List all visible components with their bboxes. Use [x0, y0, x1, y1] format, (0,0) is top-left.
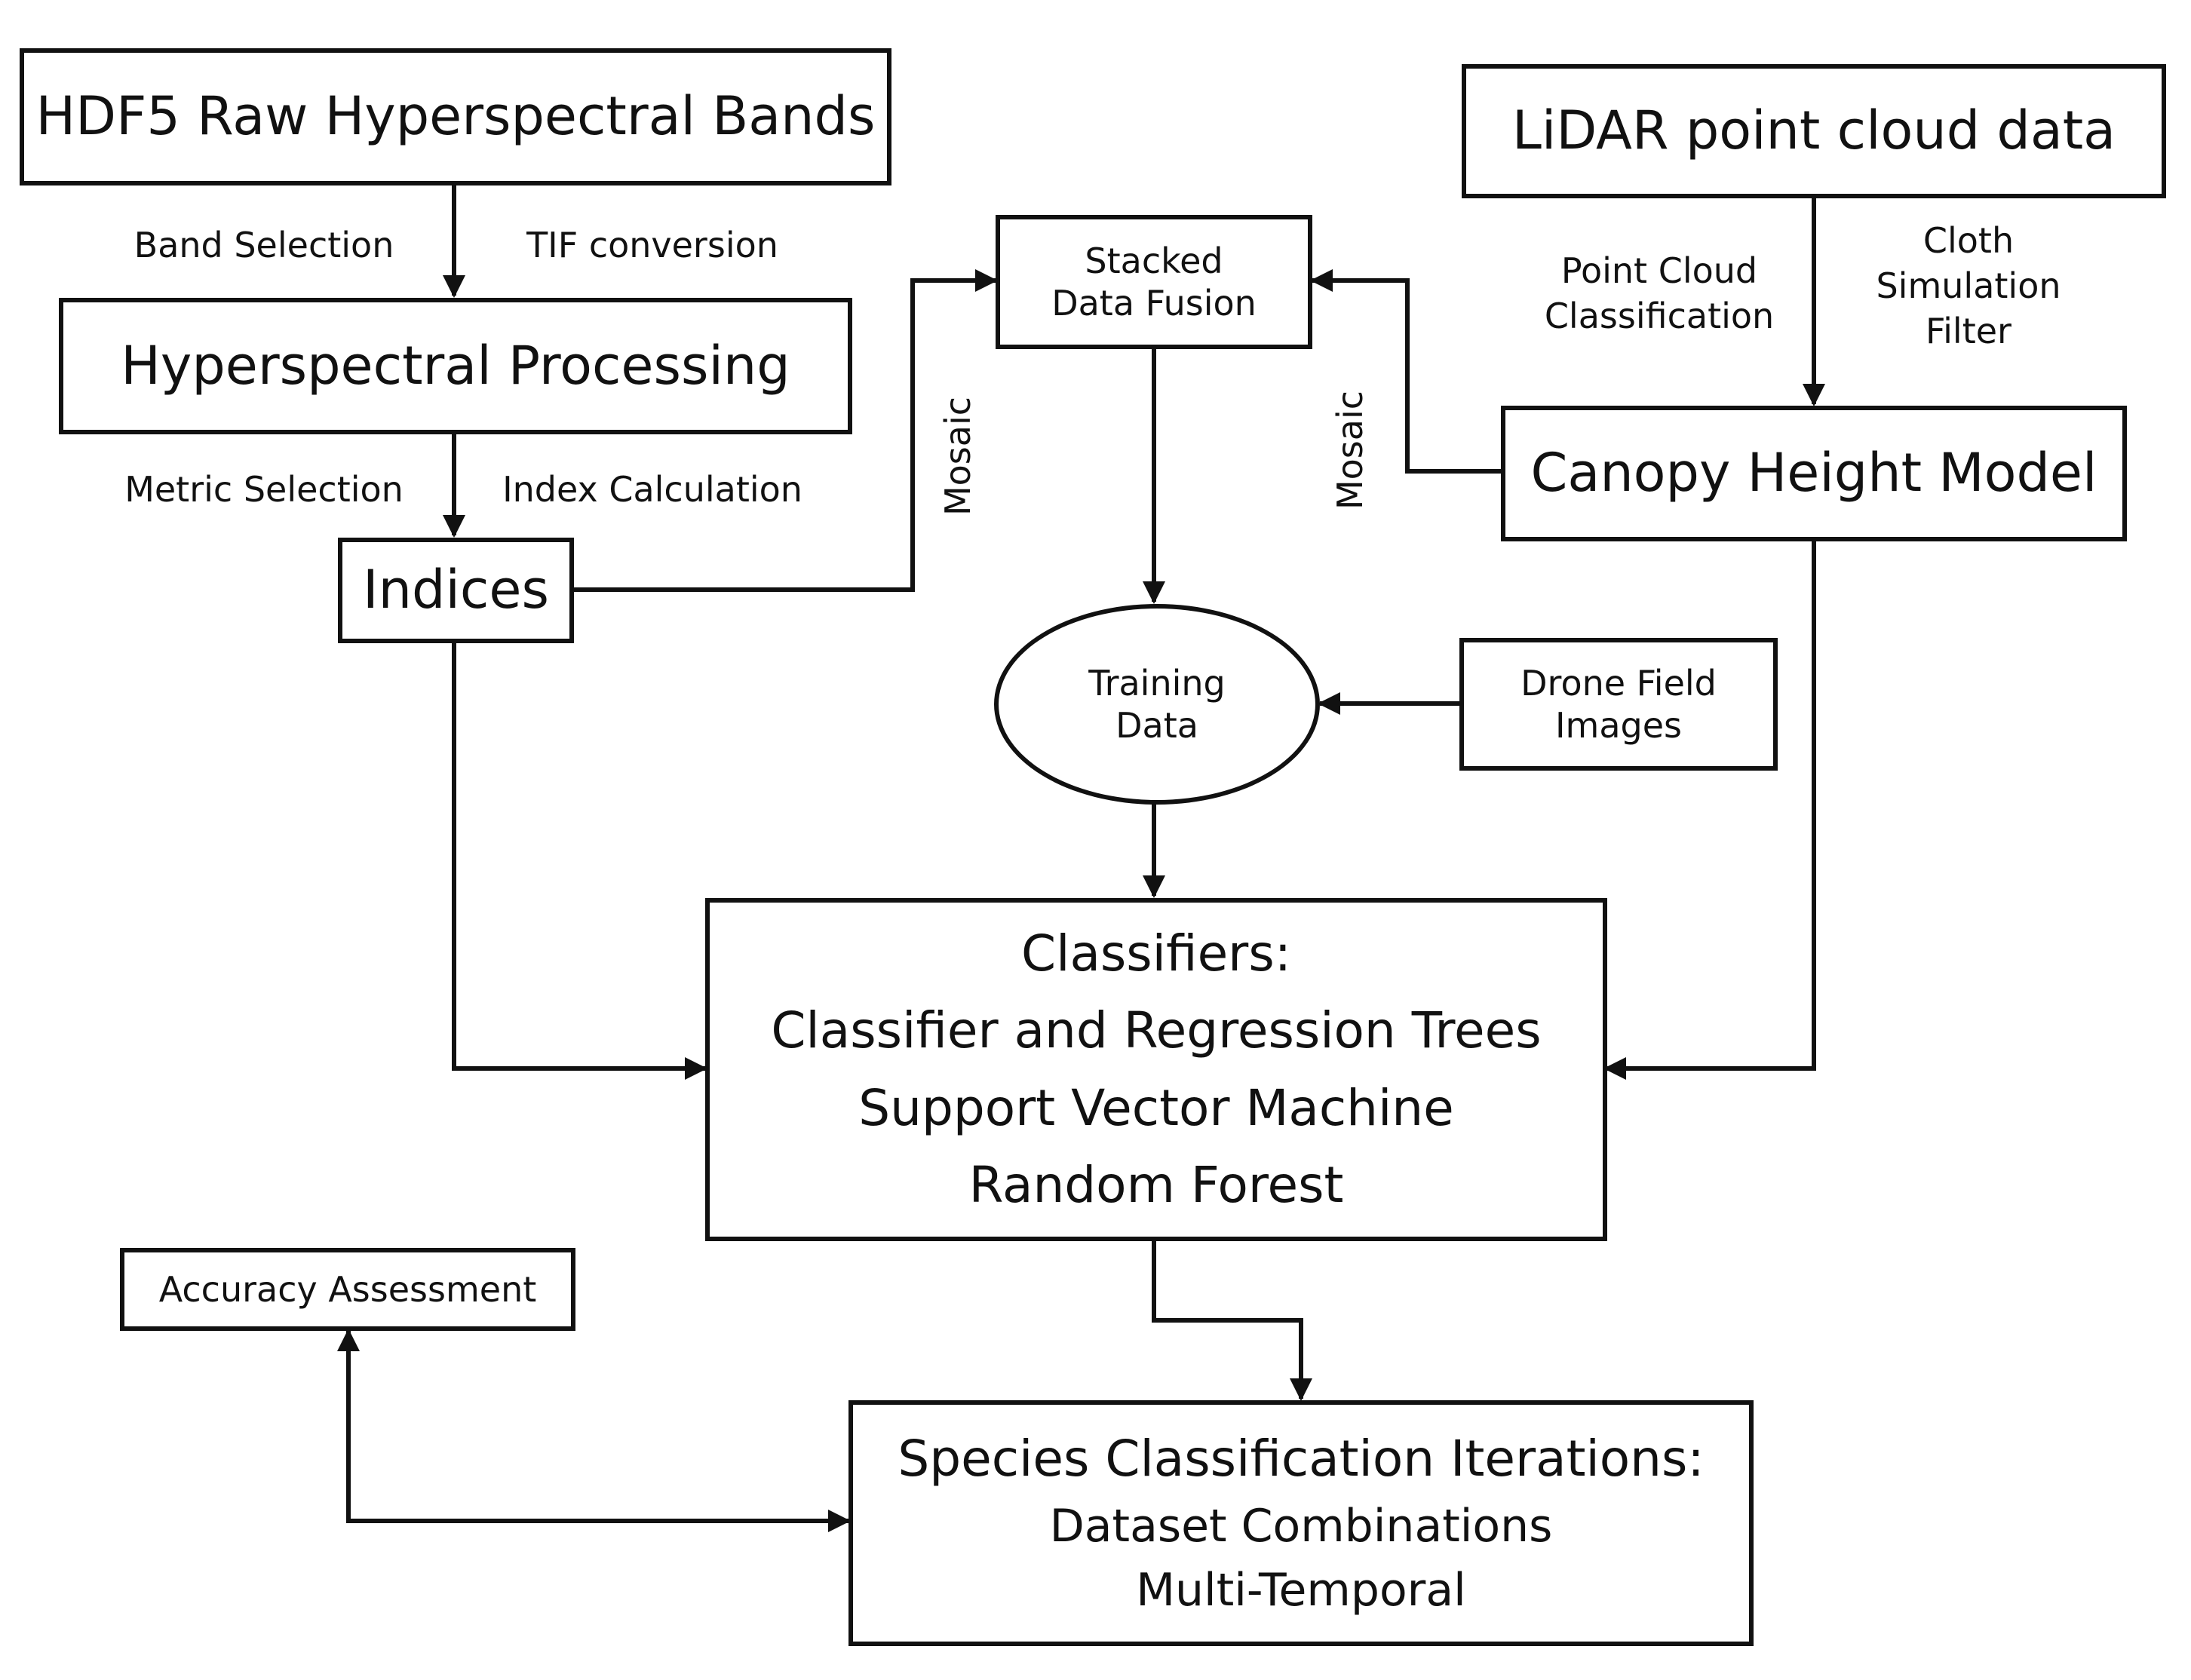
- node-accuracy-text: Accuracy Assessment: [158, 1268, 537, 1310]
- node-species-line-3: Multi-Temporal: [1136, 1563, 1466, 1617]
- node-species-classification: Species Classification Iterations: Datas…: [848, 1400, 1754, 1646]
- node-stacked-line-2: Data Fusion: [1051, 283, 1257, 323]
- node-classifiers: Classifiers: Classifier and Regression T…: [705, 898, 1607, 1241]
- label-index-calculation: Index Calculation: [502, 469, 802, 510]
- node-classifiers-line-1: Classifiers:: [1021, 924, 1291, 983]
- node-stacked-line-1: Stacked: [1085, 240, 1223, 281]
- edge-species-accuracy: [337, 1329, 851, 1532]
- node-lidar-text: LiDAR point cloud data: [1511, 100, 2116, 162]
- node-drone-line-1: Drone Field: [1521, 662, 1717, 704]
- node-lidar: LiDAR point cloud data: [1462, 64, 2166, 198]
- node-classifiers-line-2: Classifier and Regression Trees: [771, 1001, 1542, 1060]
- label-cloth-simulation-filter: Cloth Simulation Filter: [1855, 219, 2082, 354]
- node-classifiers-line-3: Support Vector Machine: [858, 1078, 1454, 1137]
- node-drone-line-2: Images: [1554, 705, 1683, 746]
- label-band-selection: Band Selection: [133, 225, 394, 265]
- node-training-data: Training Data: [994, 604, 1320, 805]
- node-species-line-2: Dataset Combinations: [1049, 1499, 1553, 1553]
- label-point-cloud-line-1: Point Cloud: [1560, 250, 1758, 291]
- edge-chm-to-classifiers: [1603, 541, 1816, 1080]
- node-accuracy-assessment: Accuracy Assessment: [120, 1248, 575, 1331]
- label-cloth-line-1: Cloth: [1922, 220, 2015, 261]
- node-chm-text: Canopy Height Model: [1530, 442, 2097, 504]
- node-training-line-2: Data: [1115, 705, 1198, 746]
- label-point-cloud-classification: Point Cloud Classification: [1539, 249, 1780, 339]
- node-training-line-1: Training: [1088, 662, 1226, 704]
- label-tif-conversion: TIF conversion: [526, 225, 778, 265]
- label-mosaic-right: Mosaic: [1330, 390, 1370, 510]
- node-classifiers-line-4: Random Forest: [968, 1155, 1344, 1214]
- node-hyperspectral-processing-text: Hyperspectral Processing: [121, 334, 790, 397]
- edge-indices-to-classifiers: [452, 643, 707, 1080]
- label-cloth-line-2: Simulation: [1876, 265, 2061, 306]
- edge-indices-to-stacked: [573, 269, 998, 592]
- label-cloth-line-3: Filter: [1926, 310, 2011, 351]
- edge-chm-to-stacked: [1310, 269, 1501, 474]
- node-indices: Indices: [338, 538, 574, 643]
- node-canopy-height-model: Canopy Height Model: [1501, 406, 2127, 541]
- node-stacked-data-fusion: Stacked Data Fusion: [996, 215, 1312, 349]
- node-hyperspectral-processing: Hyperspectral Processing: [59, 298, 852, 434]
- node-indices-text: Indices: [363, 559, 549, 621]
- node-hdf5-text: HDF5 Raw Hyperspectral Bands: [35, 85, 876, 148]
- label-metric-selection: Metric Selection: [124, 469, 404, 510]
- node-hdf5: HDF5 Raw Hyperspectral Bands: [20, 48, 891, 185]
- edge-classifiers-to-species: [1152, 1240, 1312, 1401]
- label-mosaic-left: Mosaic: [937, 396, 978, 517]
- label-point-cloud-line-2: Classification: [1544, 295, 1775, 336]
- node-drone-field-images: Drone Field Images: [1459, 638, 1778, 771]
- node-species-line-1: Species Classification Iterations:: [898, 1429, 1705, 1488]
